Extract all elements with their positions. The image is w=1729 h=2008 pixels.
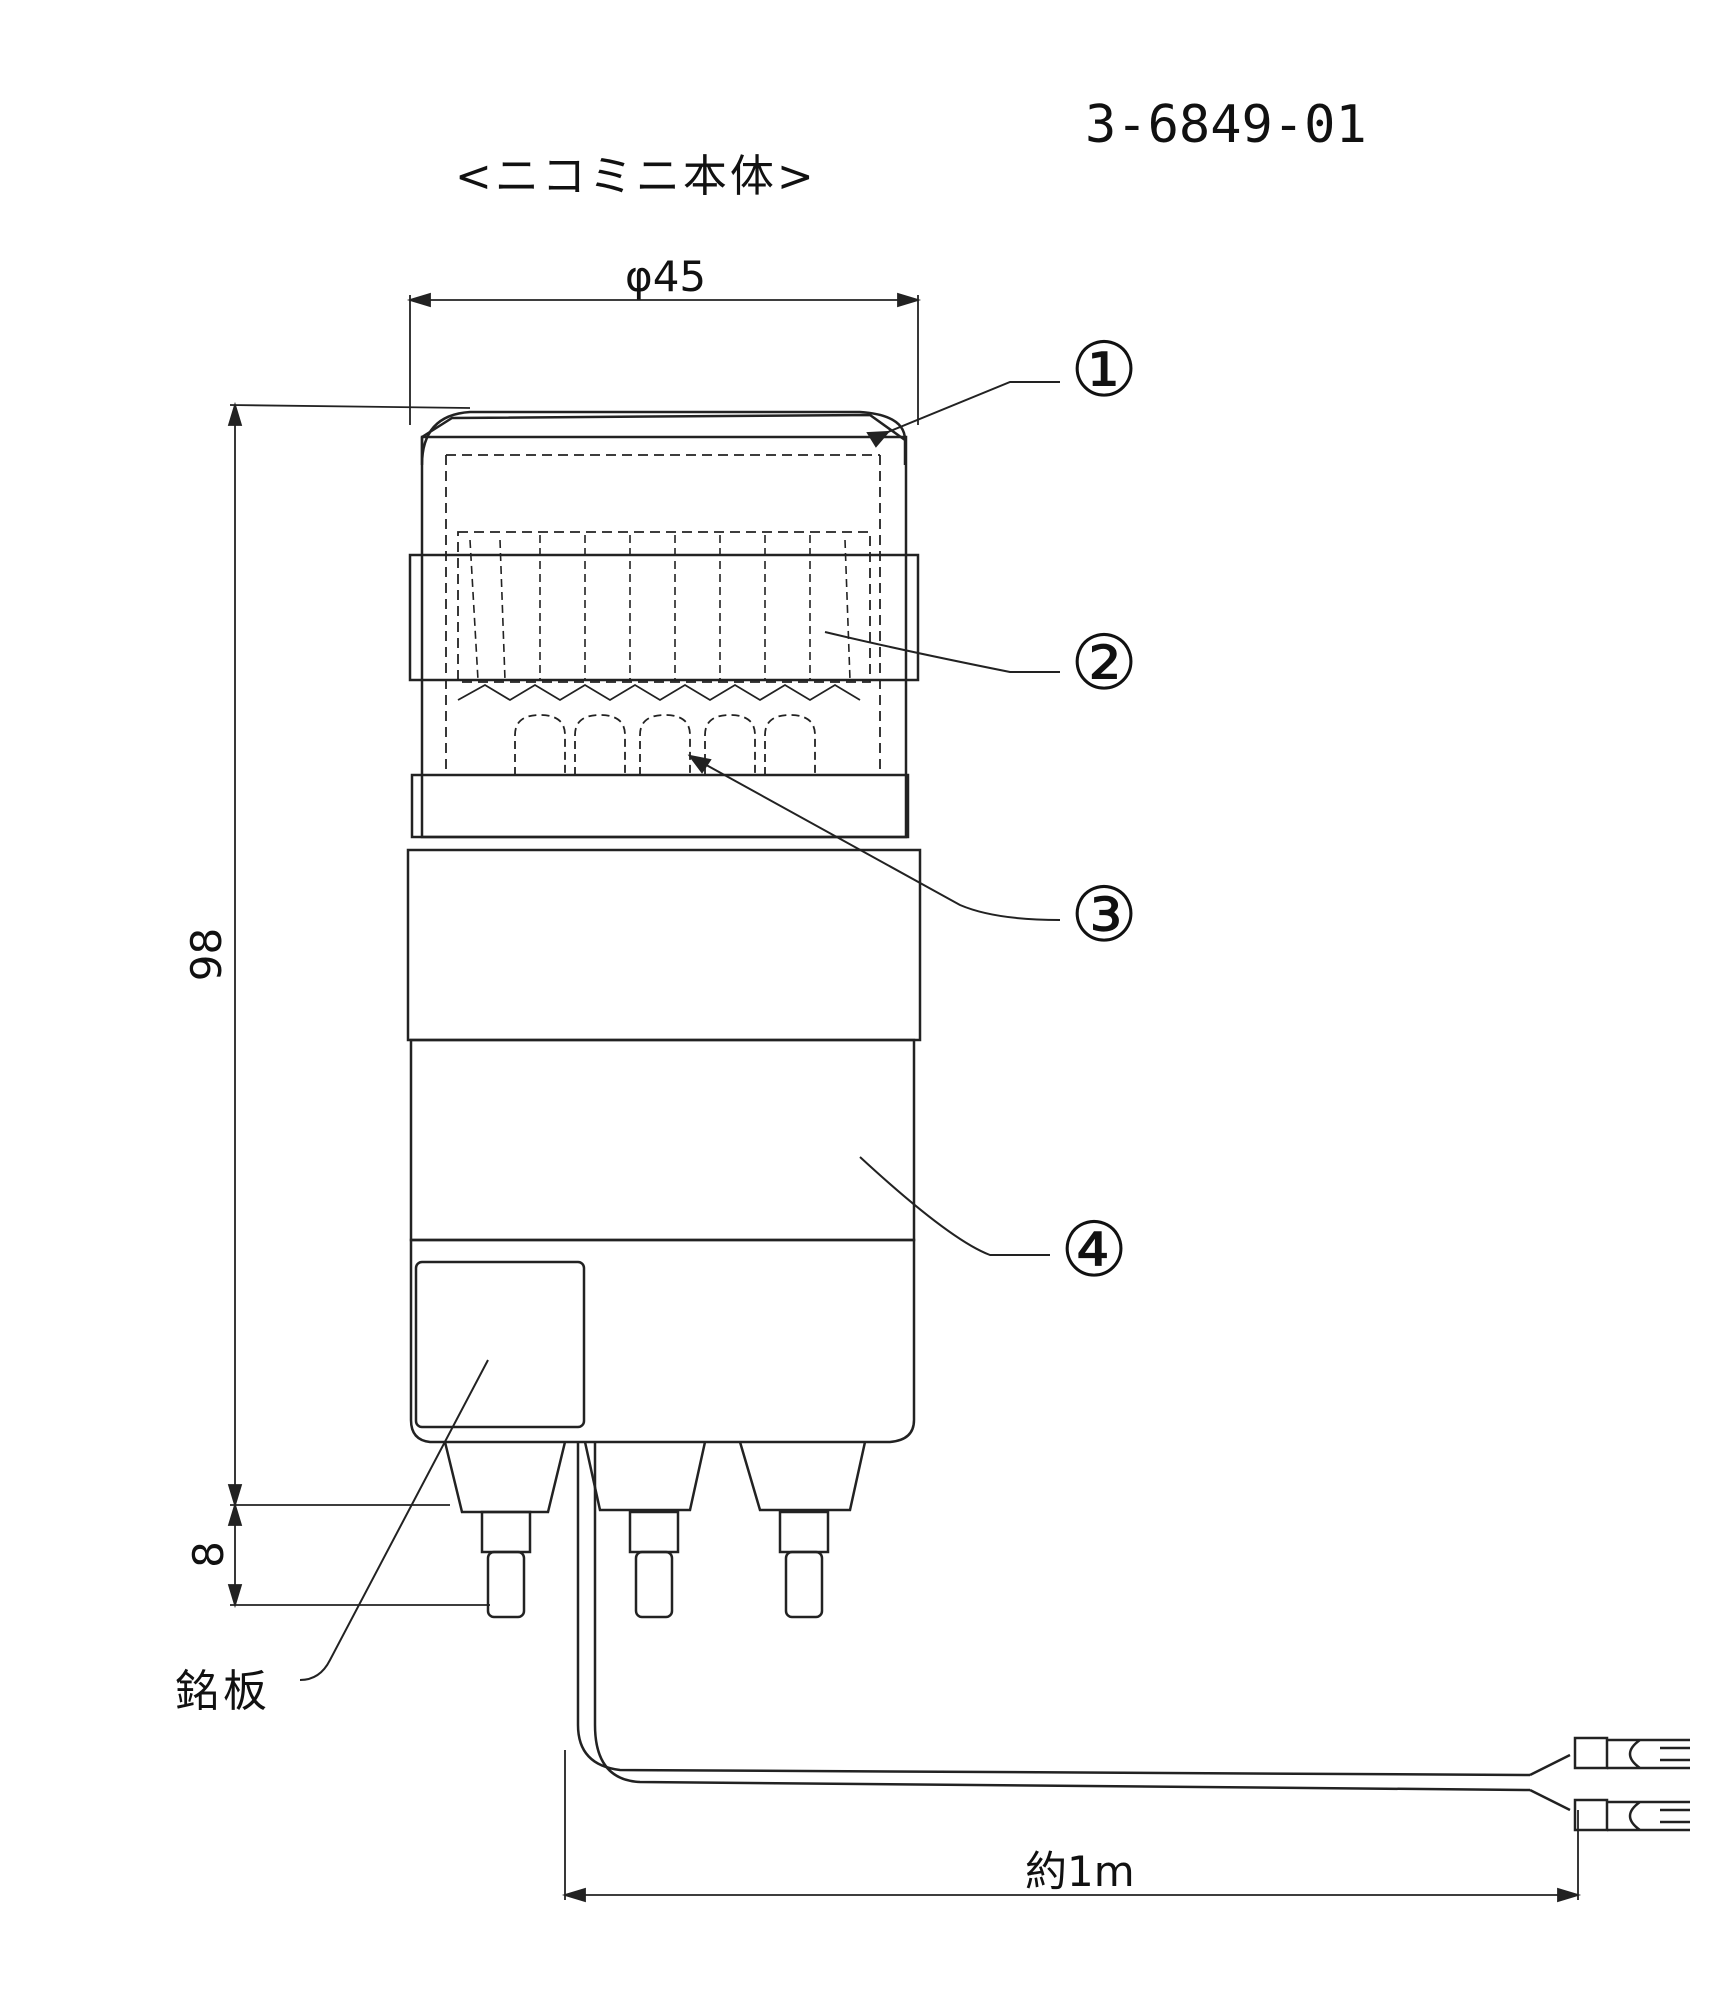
upper-body-band <box>406 848 922 1042</box>
leader-lines <box>299 381 1061 1681</box>
terminal-bosses <box>443 1441 867 1514</box>
cable <box>576 1442 1531 1777</box>
nameplate <box>414 1260 586 1429</box>
lens-globe <box>420 435 908 839</box>
led-bulbs <box>514 714 816 775</box>
drawing-number: 3-6849-01 <box>1085 95 1367 155</box>
callout-3: ③ <box>1070 870 1139 959</box>
lens-base-ring <box>410 773 910 839</box>
cable-length-dimension: 約1m <box>1025 1847 1135 1896</box>
drawing-title: <ニコミニ本体> <box>455 151 817 202</box>
led-zigzag <box>457 683 861 702</box>
terminal-nuts <box>480 1510 830 1554</box>
dome-cap <box>420 410 907 466</box>
base-body <box>409 1238 916 1444</box>
nameplate-label: 銘板 <box>175 1666 271 1717</box>
crimp-terminals <box>1573 1736 1690 1832</box>
callout-2: ② <box>1070 618 1139 707</box>
diameter-dimension: φ45 <box>625 252 707 301</box>
dimension-lines <box>227 292 1582 1903</box>
terminal-pins <box>486 1550 824 1619</box>
reflector-band <box>408 553 920 682</box>
height-dimension: 98 <box>182 927 232 982</box>
terminal-length-dimension: 8 <box>183 1541 233 1568</box>
lower-body <box>409 1038 916 1242</box>
callout-4: ④ <box>1060 1205 1129 1294</box>
callout-1: ① <box>1070 325 1139 414</box>
